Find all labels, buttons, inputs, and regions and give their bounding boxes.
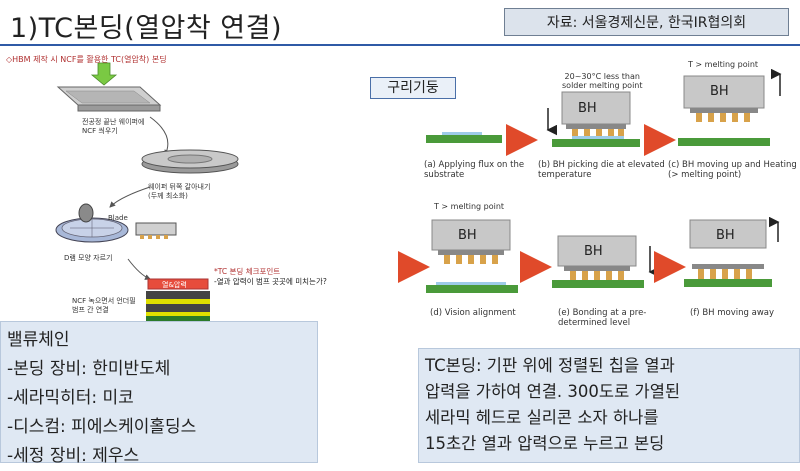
bh-label-e: BH bbox=[584, 244, 603, 259]
caption-c: (c) BH moving up and Heating (> melting … bbox=[668, 160, 797, 180]
copper-pillar-callout: 구리기둥 bbox=[370, 77, 456, 99]
back-grinding-step bbox=[141, 149, 239, 174]
bh-label-c: BH bbox=[710, 84, 729, 99]
value-chain-item: -세정 장비: 제우스 bbox=[7, 446, 140, 466]
tc-bonding-description-box: TC본딩: 기판 위에 정렬된 칩을 열과 압력을 가하여 연결. 300도로 … bbox=[418, 348, 800, 463]
tc-bonding-stack bbox=[146, 278, 210, 322]
step1-label: 전공정 끝난 웨이퍼에 NCF 씌우기 bbox=[82, 118, 145, 135]
bh-label-d: BH bbox=[458, 228, 477, 243]
bh-label-f: BH bbox=[716, 228, 735, 243]
step-b-picking bbox=[546, 91, 640, 147]
tc-sequence-drawing bbox=[398, 68, 782, 293]
checkpoint-text: -열과 압력이 범프 곳곳에 미치는가? bbox=[214, 277, 327, 286]
hbm-figure-heading: ◇HBM 제작 시 NCF를 활용한 TC(열압착) 본딩 bbox=[6, 55, 167, 64]
caption-d: (d) Vision alignment bbox=[430, 308, 516, 318]
checkpoint-title: *TC 본딩 체크포인트 bbox=[214, 267, 281, 276]
tmelt-label-c: T > melting point bbox=[688, 60, 759, 69]
value-chain-box: 밸류체인 -본딩 장비: 한미반도체 -세라믹히터: 미코 -디스컴: 피에스케… bbox=[0, 321, 318, 466]
value-chain-item: -본딩 장비: 한미반도체 bbox=[7, 359, 171, 379]
caption-b: (b) BH picking die at elevated temperatu… bbox=[538, 160, 665, 180]
description-line: 압력을 가하여 연결. 300도로 가열된 bbox=[425, 382, 681, 401]
page-title: 1)TC본딩(열압착 연결) bbox=[10, 13, 283, 44]
header-divider bbox=[0, 44, 800, 46]
step-a-substrate bbox=[426, 132, 502, 143]
step4-label: NCF 녹으면서 언더필 범프 간 연결 bbox=[72, 297, 136, 314]
wafer-ncf-step bbox=[56, 62, 162, 112]
hbm-ncf-process-figure bbox=[0, 47, 360, 322]
heat-pressure-label: 열&압력 bbox=[162, 281, 187, 289]
blade-label: Blade bbox=[108, 214, 128, 222]
value-chain-item: -세라믹히터: 미코 bbox=[7, 388, 134, 408]
description-line: 세라믹 헤드로 실리콘 소자 하나를 bbox=[425, 408, 659, 427]
value-chain-item: -디스컴: 피에스케이홀딩스 bbox=[7, 417, 197, 437]
source-label: 자료: 서울경제신문, 한국IR협의회 bbox=[504, 8, 789, 36]
tc-bonding-sequence-figure bbox=[362, 56, 800, 346]
step-d-vision bbox=[426, 219, 518, 293]
description-line: 15초간 열과 압력으로 누르고 본딩 bbox=[425, 434, 665, 453]
caption-f: (f) BH moving away bbox=[690, 308, 775, 318]
caption-e: (e) Bonding at a pre- determined level bbox=[558, 308, 647, 328]
temp-note: 20~30°C less than solder melting point bbox=[562, 72, 643, 90]
dicing-step bbox=[55, 203, 177, 243]
hbm-process-drawing bbox=[55, 62, 239, 322]
bh-label-b: BH bbox=[578, 101, 597, 116]
step3-label: D램 모양 자르기 bbox=[64, 254, 113, 262]
tmelt-label-d: T > melting point bbox=[434, 202, 505, 211]
description-line: TC본딩: 기판 위에 정렬된 칩을 열과 bbox=[425, 356, 675, 375]
step2-label: 웨이퍼 뒤쪽 갈아내기 (두께 최소화) bbox=[148, 183, 211, 200]
step-e-bonding bbox=[552, 235, 659, 288]
step-f-moving-away bbox=[684, 216, 780, 287]
value-chain-heading: 밸류체인 bbox=[7, 330, 70, 350]
caption-a: (a) Applying flux on the substrate bbox=[424, 160, 525, 180]
step-c-heating bbox=[678, 68, 782, 146]
